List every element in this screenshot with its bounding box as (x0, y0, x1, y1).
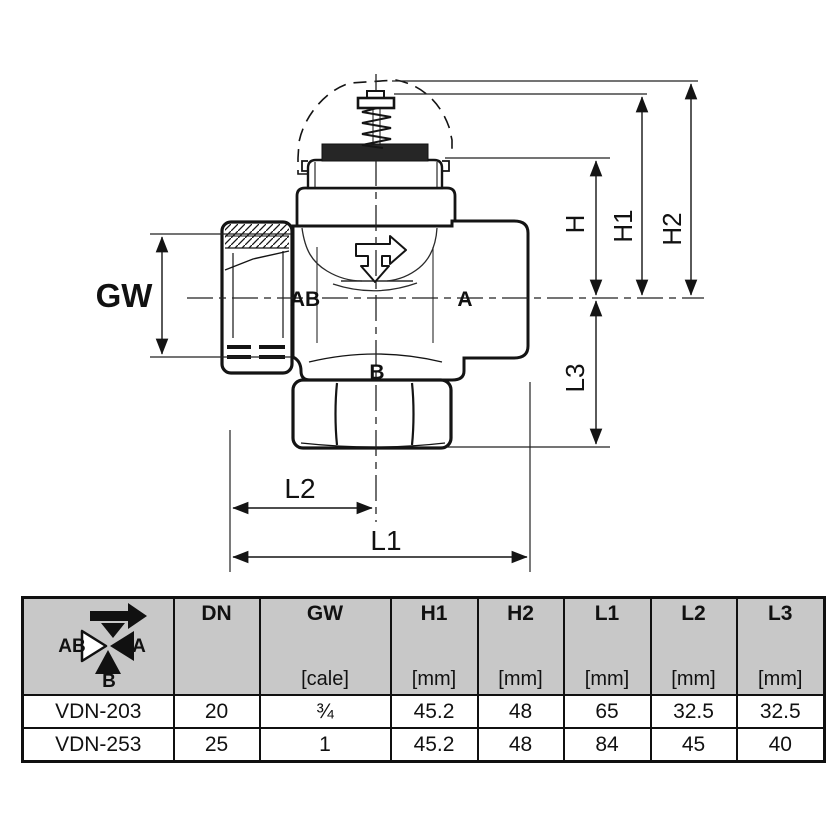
cell-l1: 84 (562, 727, 652, 763)
column-unit: [mm] (411, 668, 457, 690)
header-h1: H1 [mm] (389, 596, 479, 696)
cell-h2: 48 (476, 694, 565, 729)
header-gw: GW [cale] (258, 596, 392, 696)
label-port-b: B (369, 361, 384, 384)
hex-bottom-chamfer (300, 442, 446, 448)
model-name: VDN-203 (21, 694, 175, 729)
symbol-label-ab: AB (59, 636, 86, 657)
center-lines (187, 74, 704, 522)
cell-gw: ¾ (258, 694, 392, 729)
internal-cavity (301, 227, 438, 343)
column-unit: [mm] (498, 668, 543, 690)
column-label: L1 (594, 602, 620, 625)
column-unit: [mm] (671, 668, 716, 690)
column-label: GW (306, 602, 344, 625)
actuator-outline-dashed (297, 79, 453, 175)
valve-triangle-ab (81, 629, 108, 663)
header-l1: L1 [mm] (562, 596, 652, 696)
bonnet-ear-right (442, 160, 450, 172)
valve-body (291, 158, 530, 382)
flow-direction-icon (355, 235, 407, 283)
column-label: DN (201, 602, 232, 625)
column-label: L2 (681, 602, 706, 625)
label-port-a: A (457, 288, 472, 311)
column-label: H1 (420, 602, 448, 625)
extension-lines (150, 80, 698, 572)
label-h: H (560, 215, 590, 234)
cell-h2: 48 (476, 727, 565, 763)
dimension-table: AB A B DN GW[cale] H1[mm] H2[mm] L1[mm] … (21, 596, 826, 763)
valve-triangle-b (95, 650, 122, 674)
stem-spring (361, 107, 392, 149)
cell-l2: 32.5 (649, 694, 738, 729)
table-row: VDN-253 25 1 45.2 48 84 45 40 (21, 727, 826, 763)
column-label: H2 (507, 602, 534, 625)
thread-break-line (224, 250, 290, 271)
label-gw: GW (96, 277, 154, 314)
three-way-valve-symbol-icon: AB A B (59, 603, 148, 692)
label-l2: L2 (284, 473, 315, 504)
column-unit: [cale] (301, 668, 349, 690)
table-row: VDN-203 20 ¾ 45.2 48 65 32.5 32.5 (21, 694, 826, 729)
cell-gw: 1 (258, 727, 392, 763)
valve-dimension-drawing: GW AB A B H H1 H2 L3 L2 L1 (96, 74, 704, 572)
symbol-label-a: A (132, 636, 146, 657)
cell-l3: 32.5 (735, 694, 826, 729)
table-header-row: AB A B DN GW[cale] H1[mm] H2[mm] L1[mm] … (21, 596, 826, 696)
flow-arrow-icon (90, 603, 148, 629)
header-dn: DN (172, 596, 261, 696)
cell-h1: 45.2 (389, 694, 479, 729)
cell-dn: 20 (172, 694, 261, 729)
label-h2: H2 (657, 212, 687, 245)
cell-dn: 25 (172, 727, 261, 763)
valve-triangle-a (110, 631, 135, 661)
label-l1: L1 (370, 525, 401, 556)
valve-main-body (291, 219, 530, 382)
symbol-label-b: B (102, 671, 116, 689)
header-h2: H2 [mm] (476, 596, 565, 696)
valve-bonnet (306, 158, 444, 190)
label-port-ab: AB (290, 288, 320, 311)
cell-l3: 40 (735, 727, 826, 763)
cell-h1: 45.2 (389, 727, 479, 763)
column-label: L3 (767, 602, 793, 625)
column-unit: [mm] (584, 668, 630, 690)
header-l2: L2 [mm] (649, 596, 738, 696)
valve-stem-assembly (356, 90, 396, 149)
bonnet-ear-left (301, 160, 308, 172)
header-l3: L3 [mm] (735, 596, 826, 696)
model-name: VDN-253 (21, 727, 175, 763)
valve-symbol-cell: AB A B (21, 596, 175, 696)
port-b-hex-nut (291, 378, 453, 450)
actuator-gasket (321, 143, 429, 162)
label-l3: L3 (560, 364, 590, 393)
dimension-lines (155, 83, 698, 564)
cell-l2: 45 (649, 727, 738, 763)
stem-cap (356, 96, 396, 110)
column-unit: [mm] (758, 668, 803, 690)
cell-l1: 65 (562, 694, 652, 729)
label-h1: H1 (608, 209, 638, 242)
flow-arrow-down-head (101, 623, 126, 638)
